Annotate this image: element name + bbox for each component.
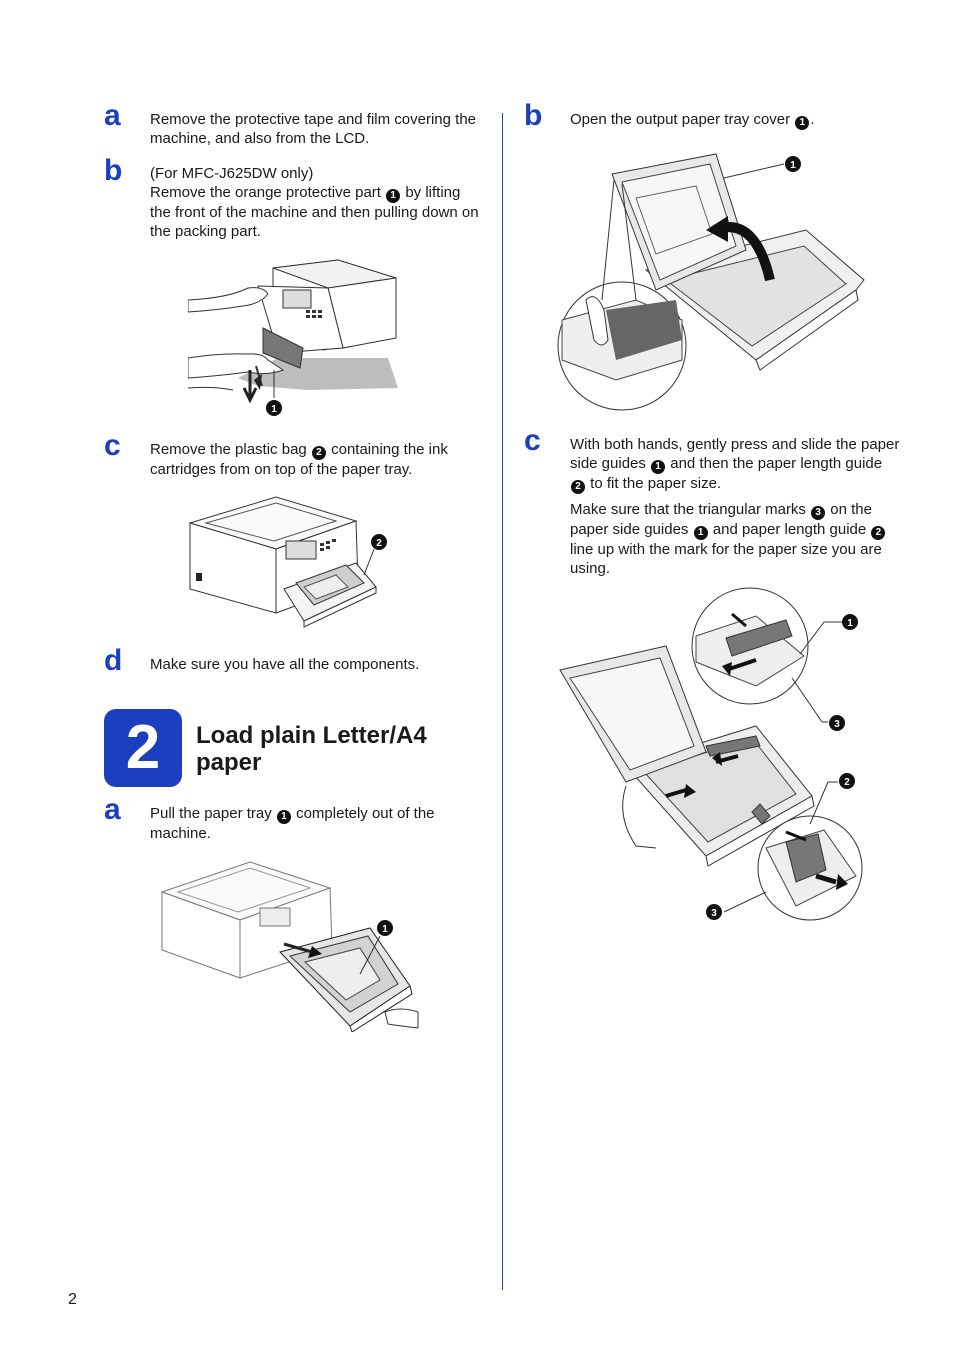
guide-callout-3-upper: 3 xyxy=(834,719,840,730)
fig-c-callout-2: 2 xyxy=(376,538,382,549)
right-step-c-p2-after: line up with the mark for the paper size… xyxy=(570,541,882,578)
callout-1-badge: 1 xyxy=(386,189,401,204)
right-step-c-p1-before: With both hands, gently press and slide … xyxy=(570,436,900,473)
figure-pull-paper-tray: 1 xyxy=(160,861,419,1032)
fig-a2-callout-1: 1 xyxy=(382,924,388,935)
guide-callout-2: 2 xyxy=(844,777,850,788)
right-fig-b-callout-1: 1 xyxy=(790,160,796,171)
right-step-c-para2: Make sure that the triangular marks 3 on… xyxy=(570,500,900,578)
guide-callout-3-lower: 3 xyxy=(711,908,717,919)
right-step-letter-c: c xyxy=(524,424,541,457)
figure-remove-protective-part: 1 xyxy=(188,259,398,416)
right-step-c-text: With both hands, gently press and slide … xyxy=(570,435,900,585)
step-a-text: Remove the protective tape and film cove… xyxy=(150,110,480,148)
step-d-body: Make sure you have all the components. xyxy=(150,656,420,673)
right-step-b-before: Open the output paper tray cover xyxy=(570,111,791,128)
step-a2-text: Pull the paper tray 1 completely out of … xyxy=(150,804,480,843)
figure-adjust-paper-guides: 1 3 2 3 xyxy=(559,587,863,921)
step-a2-body-after: completely out of the machine. xyxy=(150,805,435,842)
step-b-text: (For MFC-J625DW only) Remove the orange … xyxy=(150,164,480,242)
right-step-c-p1-after: to fit the paper size. xyxy=(590,475,722,493)
step-c-text: Remove the plastic bag 2 containing the … xyxy=(150,440,480,479)
step-c-body-after: containing the ink cartridges from on to… xyxy=(150,441,448,478)
figure-open-output-tray-cover: 1 xyxy=(557,153,865,411)
right-callout-2-p1: 2 xyxy=(571,480,585,495)
step-letter-d: d xyxy=(104,644,123,677)
step-b-model-note: (For MFC-J625DW only) xyxy=(150,165,314,182)
right-step-c-p2-mid1: on the paper side guides xyxy=(570,501,872,539)
right-step-b-after: . xyxy=(810,111,815,128)
right-step-letter-b: b xyxy=(524,99,543,132)
callout-2-badge: 2 xyxy=(311,446,326,460)
step-d-text: Make sure you have all the components. xyxy=(150,655,480,674)
section-title-line2: paper xyxy=(196,749,262,776)
step-letter-c: c xyxy=(104,429,121,462)
step-a2-body-before: Pull the paper tray xyxy=(150,805,272,822)
step-a-body: Remove the protective tape and film cove… xyxy=(150,111,477,148)
callout-1-badge-a2: 1 xyxy=(276,810,291,824)
step-b-body-before: Remove the orange protective part xyxy=(150,184,381,202)
right-step-c-p2-before: Make sure that the triangular marks xyxy=(570,501,806,519)
figure-remove-plastic-bag: 2 xyxy=(188,496,387,628)
section-number-badge: 2 xyxy=(104,709,182,787)
column-divider xyxy=(502,113,503,1290)
right-step-c-p2-mid2: and paper length guide xyxy=(712,521,867,539)
step-c-body-before: Remove the plastic bag xyxy=(150,441,307,458)
step-letter-b: b xyxy=(104,154,123,187)
right-callout-1-p1: 1 xyxy=(651,460,666,475)
step-letter-a: a xyxy=(104,99,121,132)
right-callout-1-p2: 1 xyxy=(693,526,708,541)
page-number: 2 xyxy=(68,1291,77,1308)
right-step-b-text: Open the output paper tray cover 1. xyxy=(570,110,900,130)
section-title-line1: Load plain Letter/A4 xyxy=(196,722,427,749)
step-letter-a2: a xyxy=(104,793,121,826)
section-title: Load plain Letter/A4 paper xyxy=(196,722,476,776)
right-callout-2-p2: 2 xyxy=(871,526,886,541)
right-step-c-para1: With both hands, gently press and slide … xyxy=(570,435,900,495)
step-b-body-after: by lifting the front of the machine and … xyxy=(150,184,479,241)
fig-b-callout-1: 1 xyxy=(271,404,277,415)
right-step-c-p1-mid: and then the paper length guide xyxy=(670,455,883,473)
guide-callout-1: 1 xyxy=(847,618,853,629)
right-callout-3-p2: 3 xyxy=(811,506,826,521)
right-callout-1-badge: 1 xyxy=(795,116,810,130)
